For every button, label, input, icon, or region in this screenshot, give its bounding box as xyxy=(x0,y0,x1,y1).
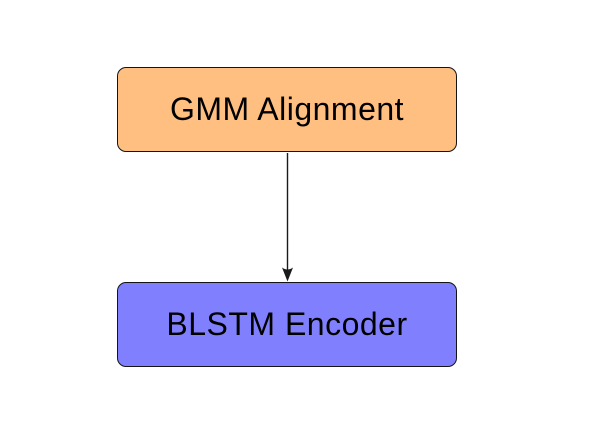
node-gmm-alignment: GMM Alignment xyxy=(117,67,457,152)
node-blstm-encoder-label: BLSTM Encoder xyxy=(166,306,408,342)
node-blstm-encoder: BLSTM Encoder xyxy=(117,282,457,367)
node-gmm-alignment-label: GMM Alignment xyxy=(169,91,405,127)
arrow-gmm-to-blstm-head-icon xyxy=(282,267,293,282)
